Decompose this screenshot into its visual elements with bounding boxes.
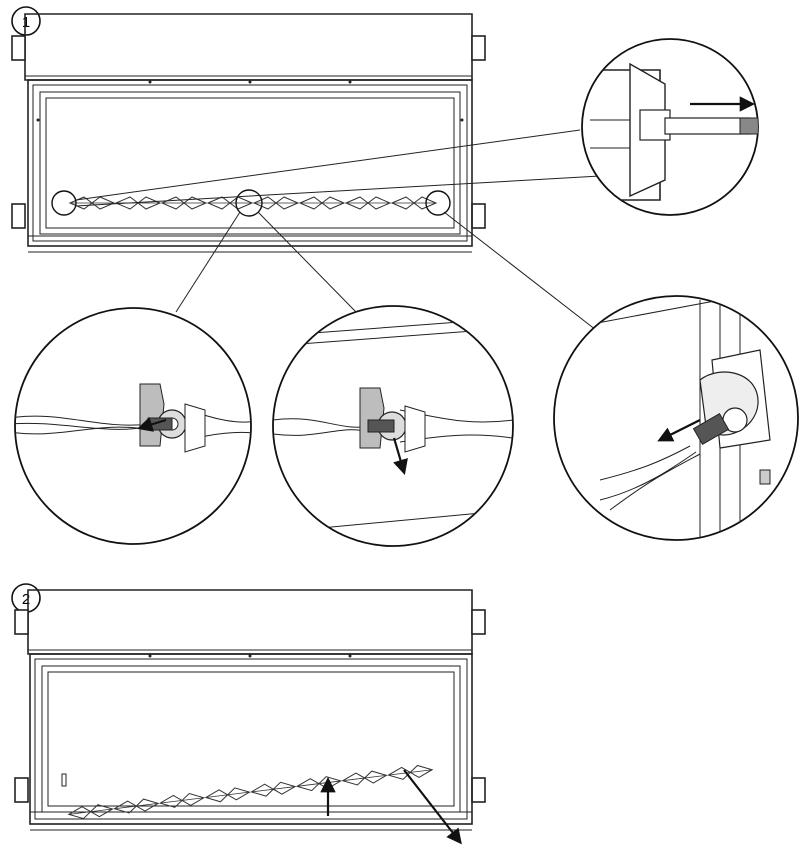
step-2-badge: 2	[11, 583, 41, 613]
fireplace-unit-1	[11, 13, 486, 253]
callout-left-end	[51, 190, 77, 216]
callout-right-end	[425, 190, 451, 216]
detail-right-end-removal	[581, 38, 759, 216]
arrow-pull-out	[403, 769, 462, 845]
step-1-badge: 1	[11, 6, 41, 36]
detail-center-bracket-lift	[272, 305, 514, 547]
step-1-number: 1	[22, 14, 30, 31]
detail-center-bracket-slide	[14, 307, 252, 545]
fireplace-unit-2	[14, 589, 486, 831]
step-2-group: 2	[11, 583, 486, 845]
step-1-group: 1	[11, 6, 799, 547]
step-2-number: 2	[22, 591, 30, 608]
callout-center-bracket	[235, 189, 263, 217]
detail-left-end-release	[553, 295, 799, 541]
